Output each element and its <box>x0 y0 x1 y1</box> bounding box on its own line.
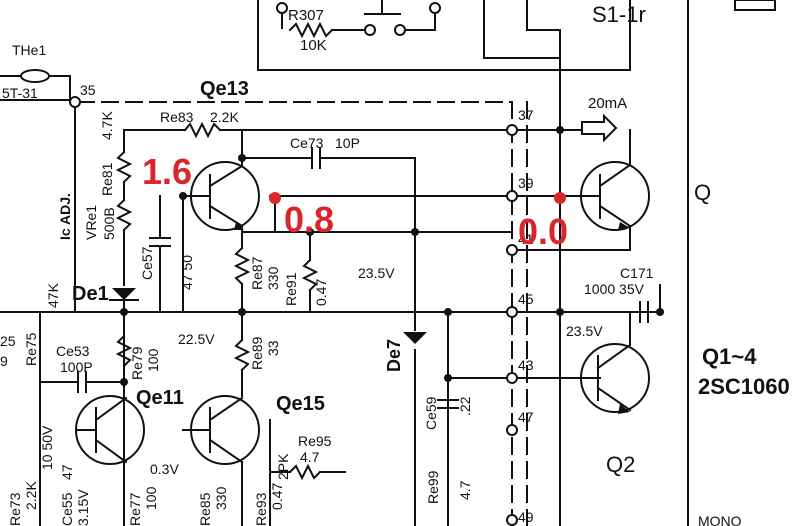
re83-value: 2.2K <box>210 109 239 125</box>
re99-label: Re99 <box>425 470 441 504</box>
re77-label: Re77 <box>127 492 143 526</box>
re93-value: 0.47 <box>269 483 285 510</box>
node-39: 39 <box>518 175 534 191</box>
re85-value: 330 <box>213 486 229 510</box>
re75-label: Re75 <box>23 332 39 366</box>
node-35: 35 <box>80 82 96 98</box>
node-45: 45 <box>518 291 534 307</box>
current-20ma: 20mA <box>588 95 627 112</box>
re99-value: 4.7 <box>457 480 473 500</box>
thermistor-label: THe1 <box>12 42 46 58</box>
resistor-2pk: 2PK <box>275 453 291 480</box>
re95-label: Re95 <box>298 433 332 449</box>
ce57-value: 47 50 <box>179 255 195 290</box>
ce73-label: Ce73 <box>290 135 324 151</box>
re81-value: 4.7K <box>99 111 115 140</box>
re81-label: Re81 <box>99 162 115 196</box>
voltage-3-15: 3.15V <box>75 489 91 526</box>
voltage-10-50: 10 50V <box>39 425 55 470</box>
re79-label: Re79 <box>129 346 145 380</box>
re73-label: Re73 <box>7 492 23 526</box>
ce59-value: .22 <box>457 396 473 416</box>
ce55-label: Ce55 <box>59 492 75 526</box>
ce59-label: Ce59 <box>423 396 439 430</box>
annotation-0-0: 0.0 <box>518 211 568 252</box>
left-9: 9 <box>0 353 8 369</box>
vre1-label: VRe1 <box>83 205 99 240</box>
voltage-22-5: 22.5V <box>178 331 215 347</box>
ce53-label: Ce53 <box>56 343 90 359</box>
re95-value: 4.7 <box>300 449 320 465</box>
resistor-47k: 47K <box>45 282 61 308</box>
node-37: 37 <box>518 107 534 123</box>
de7-label: De7 <box>384 339 404 372</box>
node-43: 43 <box>518 357 534 373</box>
re93-label: Re93 <box>253 492 269 526</box>
re85-label: Re85 <box>197 492 213 526</box>
re91-label: Re91 <box>283 272 299 306</box>
node-49: 49 <box>518 509 534 525</box>
ce57-label: Ce57 <box>139 246 155 280</box>
re89-value: 33 <box>265 340 281 356</box>
q1-4-label: Q1~4 <box>702 344 757 369</box>
q-top-label: Q <box>694 180 711 205</box>
node-41: 41 <box>518 231 534 247</box>
voltage-23-5-b: 23.5V <box>566 323 603 339</box>
re83-label: Re83 <box>160 109 194 125</box>
re87-label: Re87 <box>249 256 265 290</box>
r307-value: 10K <box>300 37 327 54</box>
re91-value: 0.47 <box>313 279 329 306</box>
voltage-23-5-a: 23.5V <box>358 265 395 281</box>
thermistor-value: 5T-31 <box>2 85 38 101</box>
re87-value: 330 <box>265 266 281 290</box>
qe15-label: Qe15 <box>276 393 325 415</box>
ce53-value: 100P <box>60 359 93 375</box>
c171-label: C171 <box>620 265 654 281</box>
r307-label: R307 <box>288 7 324 24</box>
ce55-value: 47 <box>59 464 75 480</box>
left-25: 25 <box>0 333 16 349</box>
node-47: 47 <box>518 409 534 425</box>
mono-label: MONO <box>698 513 742 526</box>
c171-value: 1000 35V <box>584 281 645 297</box>
re89-label: Re89 <box>249 336 265 370</box>
annotation-1-6: 1.6 <box>142 151 192 192</box>
qe13-label: Qe13 <box>200 78 249 100</box>
annotation-0-8: 0.8 <box>284 199 334 240</box>
switch-label: S1-1r <box>592 2 646 27</box>
vre1-value: 500B <box>101 207 117 240</box>
re77-value: 100 <box>143 486 159 510</box>
ce73-value: 10P <box>335 135 360 151</box>
voltage-0-3: 0.3V <box>150 461 179 477</box>
qe11-label: Qe11 <box>136 387 184 409</box>
ic-adj-label: Ic ADJ. <box>57 193 73 240</box>
part-number: 2SC1060 <box>698 374 790 399</box>
q2-label: Q2 <box>606 452 635 477</box>
re79-value: 100 <box>145 348 161 372</box>
re73-value: 2.2K <box>23 481 39 510</box>
de1-label: De1 <box>72 283 109 305</box>
